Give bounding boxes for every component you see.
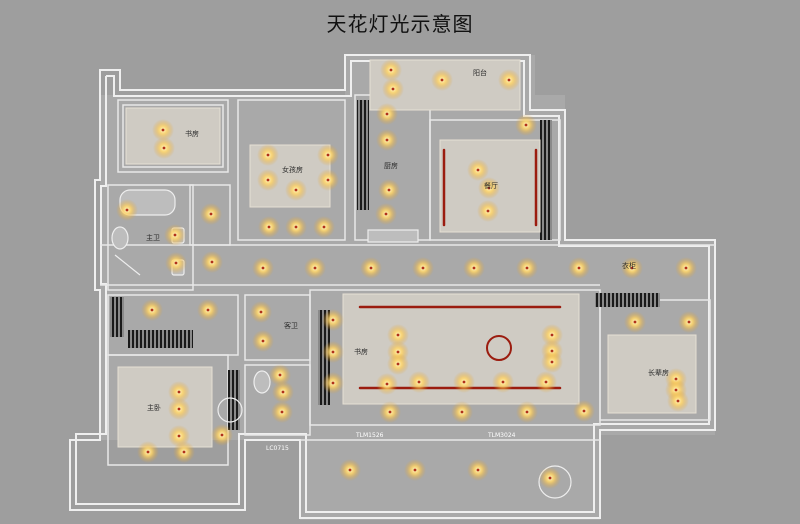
page-title: 天花灯光示意图 — [326, 12, 474, 36]
room-labels: 书房 女孩房 厨房 阳台 餐厅 主卫 衣柜 客卫 书房 长辈房 主卧 — [146, 68, 669, 412]
downlight — [389, 68, 393, 72]
downlight — [633, 320, 637, 324]
downlight — [322, 225, 326, 229]
downlight — [413, 468, 417, 472]
room-label-guest-bath: 客卫 — [284, 321, 298, 330]
bathroom-fixtures — [111, 189, 572, 499]
downlight — [331, 318, 335, 322]
downlight — [174, 261, 178, 265]
downlight — [261, 339, 265, 343]
downlight — [421, 266, 425, 270]
downlight — [501, 380, 505, 384]
downlight — [684, 266, 688, 270]
downlight — [294, 225, 298, 229]
downlight — [507, 78, 511, 82]
downlight — [369, 266, 373, 270]
downlight — [387, 188, 391, 192]
downlight — [524, 123, 528, 127]
downlight — [582, 409, 586, 413]
downlight — [550, 333, 554, 337]
downlight — [331, 381, 335, 385]
downlight — [326, 178, 330, 182]
downlight — [486, 209, 490, 213]
downlight — [278, 373, 282, 377]
downlight — [396, 350, 400, 354]
downlight — [266, 153, 270, 157]
downlight — [440, 78, 444, 82]
window-label-1: TLM1526 — [355, 432, 384, 439]
downlight — [391, 87, 395, 91]
downlight — [220, 433, 224, 437]
downlight — [326, 153, 330, 157]
downlight — [177, 407, 181, 411]
downlight — [267, 225, 271, 229]
room-label-study-top: 书房 — [185, 129, 199, 138]
downlight — [173, 233, 177, 237]
room-label-study-mid: 书房 — [354, 347, 368, 356]
downlight — [331, 350, 335, 354]
downlight — [385, 138, 389, 142]
room-label-kitchen: 厨房 — [384, 161, 398, 170]
downlight — [280, 410, 284, 414]
downlight — [161, 128, 165, 132]
downlight — [146, 450, 150, 454]
downlights — [116, 59, 700, 489]
downlight — [472, 266, 476, 270]
downlight — [384, 212, 388, 216]
outer-walls — [69, 54, 716, 519]
room-label-corridor: 衣柜 — [622, 261, 636, 270]
downlight — [396, 362, 400, 366]
downlight — [182, 450, 186, 454]
downlight — [162, 146, 166, 150]
downlight — [348, 468, 352, 472]
downlight — [209, 212, 213, 216]
downlight — [206, 308, 210, 312]
window-label-2: TLM3024 — [487, 432, 516, 439]
downlight — [313, 266, 317, 270]
room-label-dining: 餐厅 — [484, 181, 498, 190]
downlight — [476, 468, 480, 472]
downlight — [476, 168, 480, 172]
downlight — [388, 410, 392, 414]
downlight — [487, 186, 491, 190]
room-label-balcony: 阳台 — [473, 68, 487, 77]
downlight — [396, 333, 400, 337]
downlight — [294, 188, 298, 192]
downlight — [150, 308, 154, 312]
downlight — [544, 380, 548, 384]
downlight — [525, 410, 529, 414]
room-label-elder: 长辈房 — [648, 368, 669, 377]
downlight — [548, 476, 552, 480]
downlight — [550, 360, 554, 364]
window-label-3: LC0715 — [266, 445, 289, 452]
downlight — [577, 266, 581, 270]
downlight — [462, 380, 466, 384]
downlight — [177, 390, 181, 394]
room-label-daughter: 女孩房 — [282, 165, 303, 174]
downlight — [417, 380, 421, 384]
downlight — [281, 390, 285, 394]
downlight — [525, 266, 529, 270]
downlight — [261, 266, 265, 270]
window-labels: TLM1526 TLM3024 LC0715 — [266, 432, 516, 452]
downlight — [266, 178, 270, 182]
downlight — [210, 260, 214, 264]
downlight — [385, 382, 389, 386]
downlight — [687, 320, 691, 324]
chandelier-ring — [486, 335, 512, 361]
downlight — [125, 208, 129, 212]
downlight — [177, 434, 181, 438]
downlight — [630, 266, 634, 270]
room-label-master-bath: 主卫 — [146, 233, 160, 242]
downlight — [676, 399, 680, 403]
wardrobe-hatching — [110, 100, 660, 430]
downlight — [460, 410, 464, 414]
downlight — [259, 310, 263, 314]
room-label-master: 主卧 — [147, 403, 161, 412]
downlight — [385, 112, 389, 116]
